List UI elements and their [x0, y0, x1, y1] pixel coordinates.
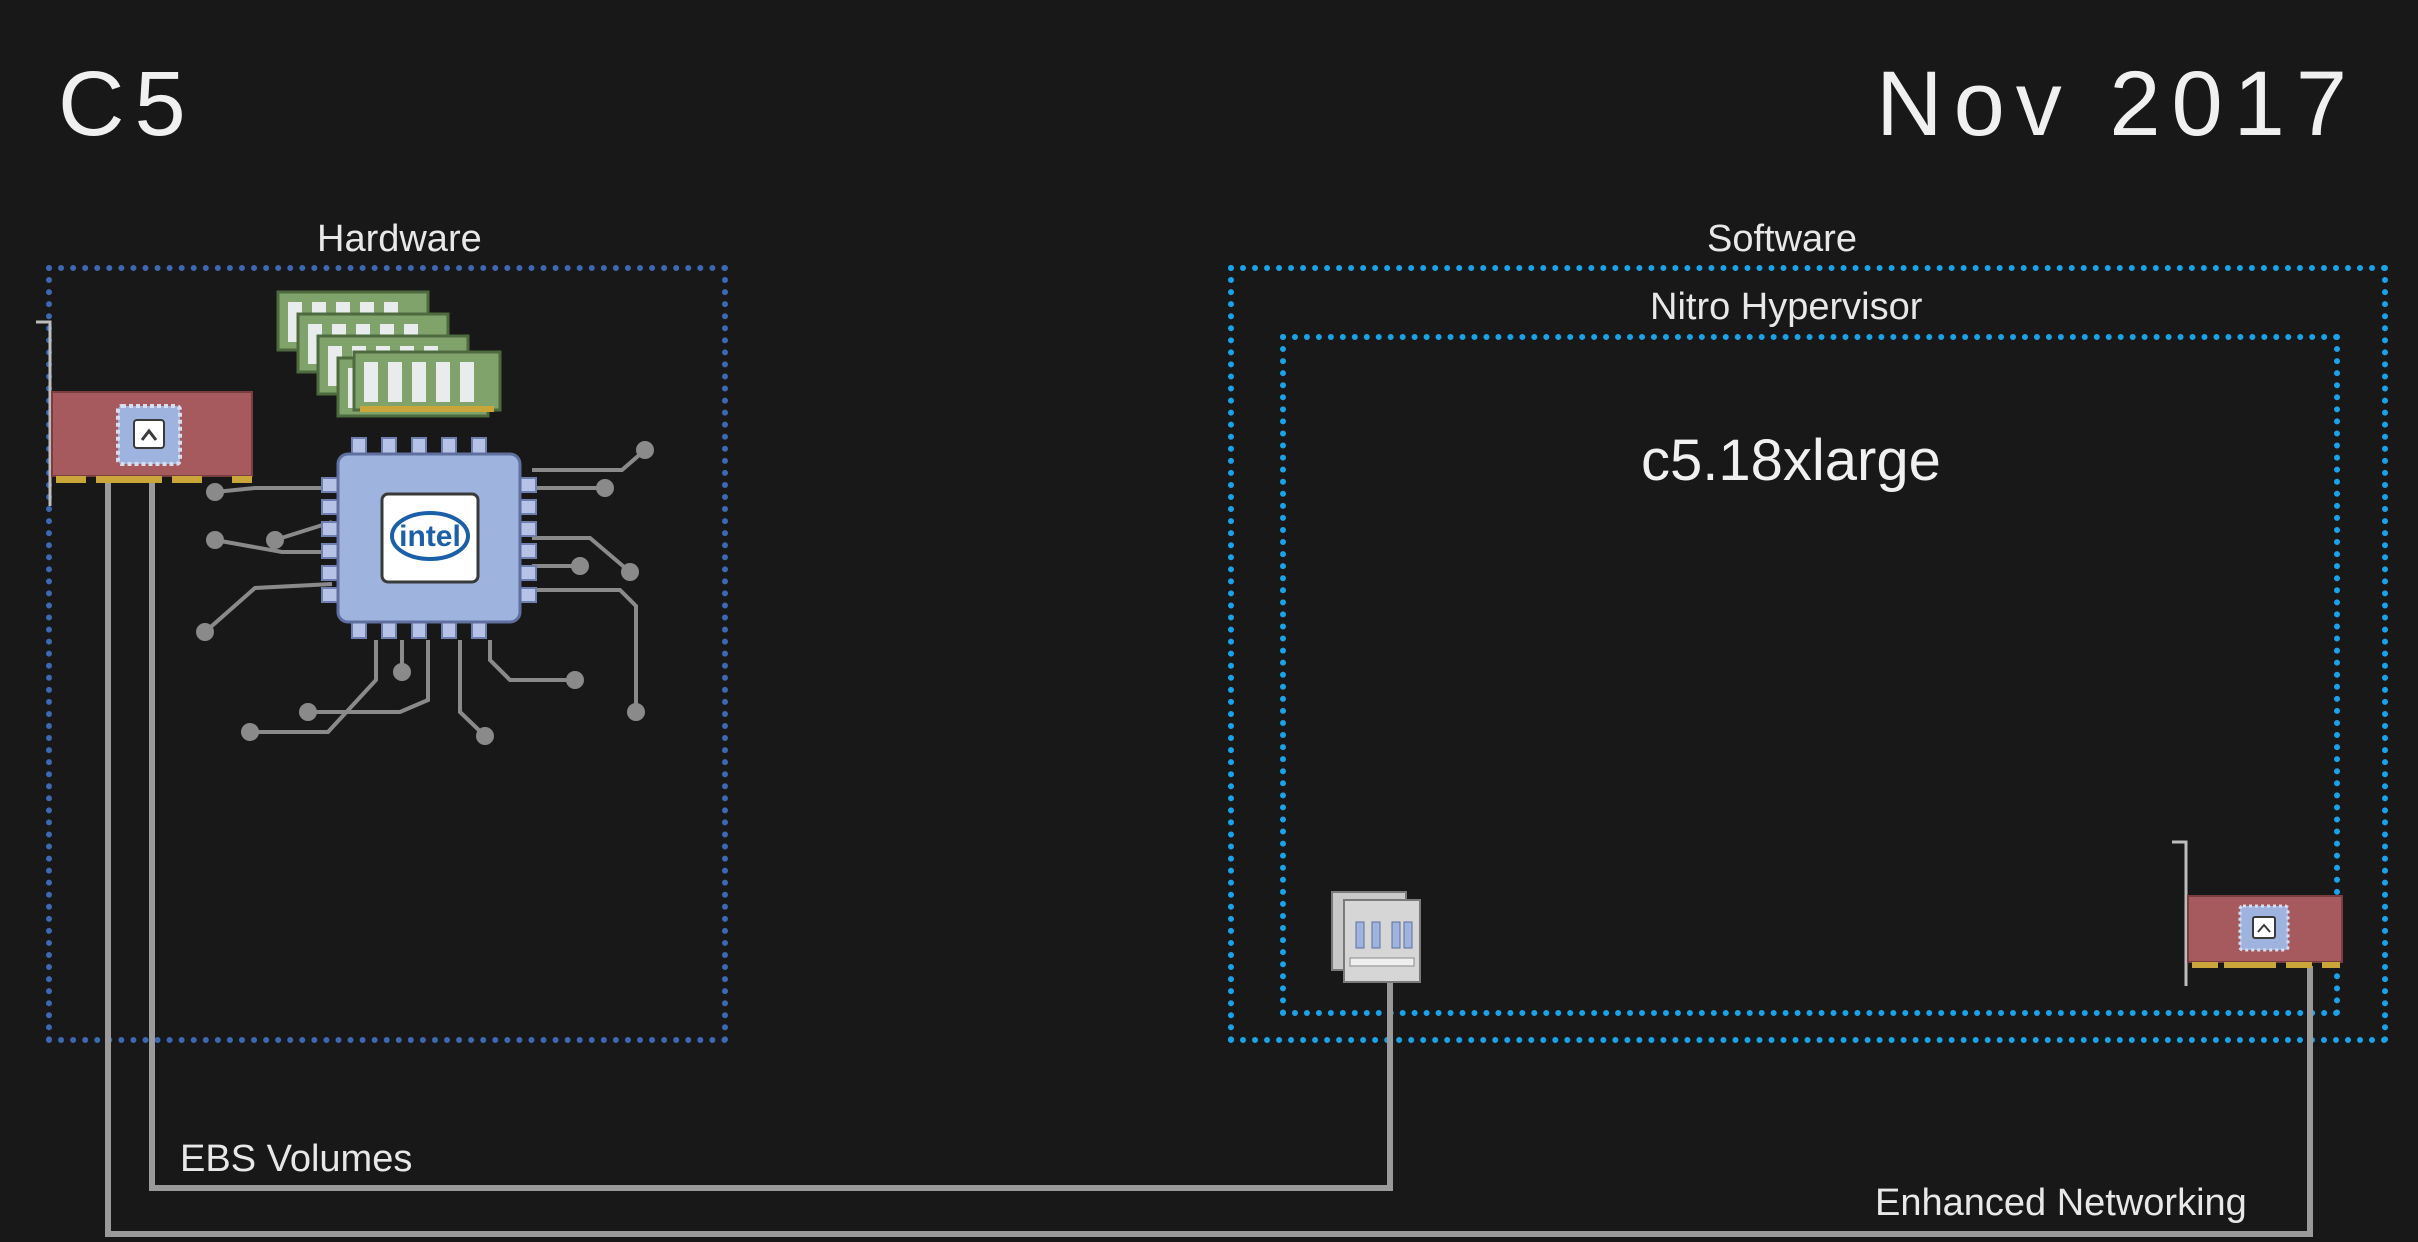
hypervisor-box	[1280, 334, 2340, 1016]
hardware-label: Hardware	[317, 218, 482, 260]
slide-date: Nov 2017	[1876, 53, 2358, 155]
nitro-card-network-icon	[2172, 840, 2343, 986]
ram-modules-icon	[276, 290, 502, 418]
intel-logo-text: intel	[399, 520, 461, 553]
cpu-chip-icon: intel	[321, 437, 537, 639]
network-wire	[105, 478, 2313, 1237]
instance-label: c5.18xlarge	[1641, 428, 1941, 493]
nitro-card-hardware-icon	[36, 320, 253, 506]
slide-title: C5	[58, 53, 196, 155]
software-label: Software	[1707, 218, 1857, 260]
ebs-wire	[149, 478, 1393, 1191]
ebs-storage-device-icon	[1331, 891, 1421, 983]
software-box	[1228, 265, 2388, 1043]
ebs-label: EBS Volumes	[180, 1138, 413, 1180]
network-label: Enhanced Networking	[1875, 1182, 2247, 1224]
hardware-box	[46, 265, 728, 1043]
circuit-traces-icon	[196, 441, 654, 745]
connection-wires	[105, 478, 2313, 1237]
hypervisor-label: Nitro Hypervisor	[1650, 286, 1923, 328]
